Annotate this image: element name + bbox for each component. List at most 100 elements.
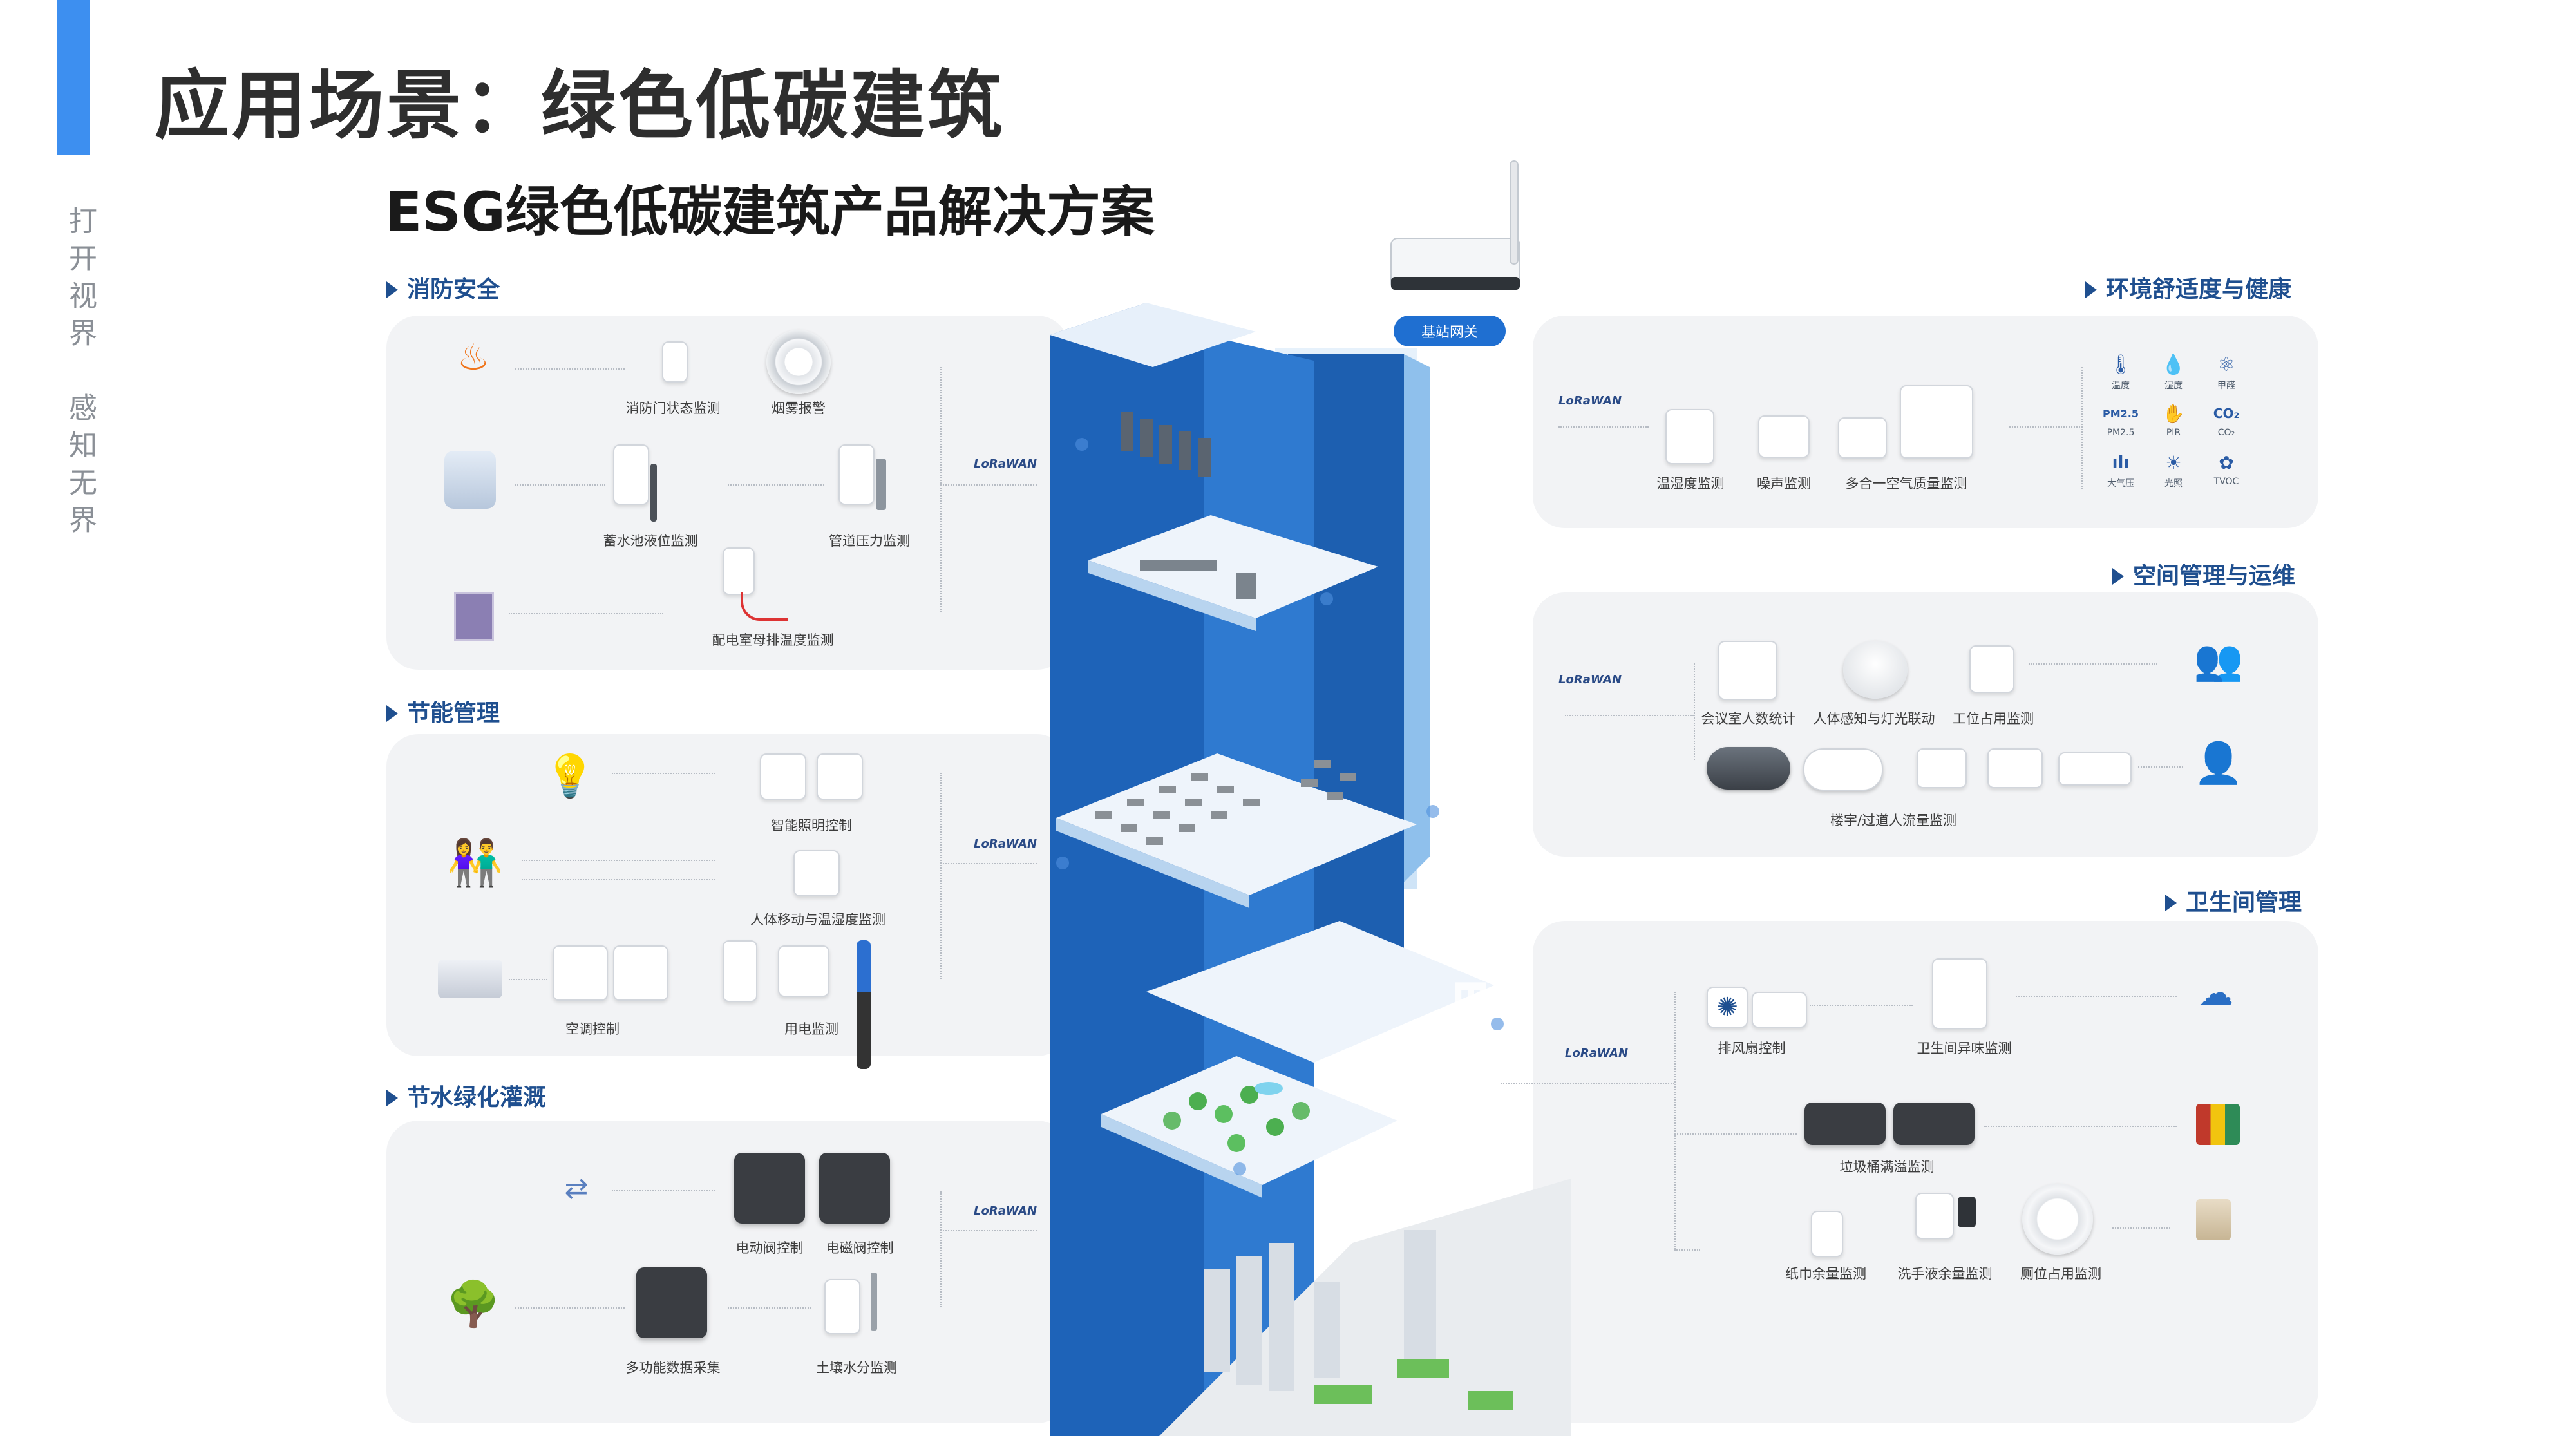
metric-label: 光照 — [2164, 478, 2183, 489]
bin-sensor-device — [1804, 1103, 1886, 1145]
section-title-text: 消防安全 — [407, 276, 500, 303]
solenoid-valve-device — [819, 1153, 890, 1224]
smart-socket-device — [778, 945, 829, 997]
smoke-detector-device — [766, 330, 831, 394]
connector-vertical — [940, 367, 942, 612]
flow-counter-device — [1707, 747, 1790, 790]
gateway-badge: 基站网关 — [1394, 316, 1506, 346]
toilet-occupancy-device — [2022, 1184, 2093, 1255]
connector-line — [612, 1190, 715, 1191]
diagram-title: ESG绿色低碳建筑产品解决方案 — [385, 180, 1155, 243]
lorawan-label: LoRaWAN — [974, 837, 1037, 851]
trash-bin-icon — [2196, 1104, 2240, 1145]
noise-sensor-device — [1758, 415, 1810, 458]
env-metric-grid: 🌡 温度 💧 湿度 ⚛ 甲醛 PM2.5 PM2.5 ✋ PIR CO₂ CO₂… — [2096, 352, 2251, 500]
label-tissue-level: 纸巾余量监测 — [1785, 1266, 1866, 1282]
air-quality-display-device — [1900, 385, 1973, 459]
flow-sensor-device — [2058, 752, 2132, 786]
section-title-energy: 节能管理 — [386, 694, 500, 728]
cloud-icon: ☁ — [2199, 972, 2233, 1013]
connector-line — [1674, 1133, 1797, 1135]
connector-line — [940, 1230, 1037, 1231]
connector-vertical — [1694, 663, 1695, 760]
humidity-icon: 💧 — [2161, 353, 2186, 376]
label-odor-monitor: 卫生间异味监测 — [1917, 1041, 2012, 1056]
section-marker-icon — [2112, 568, 2124, 585]
label-soil-moisture: 土壤水分监测 — [816, 1360, 897, 1376]
fan-controller-device — [1752, 992, 1807, 1028]
restroom-panel — [1533, 921, 2318, 1423]
soap-sensor-device — [1915, 1193, 1954, 1239]
label-door-monitor: 消防门状态监测 — [625, 401, 721, 416]
people-icon: 👤 — [2193, 739, 2244, 786]
gateway-device — [1390, 160, 1520, 290]
water-tank-icon — [444, 451, 496, 509]
co2-icon: CO₂ — [2213, 406, 2240, 421]
side-slogan-2: 感知无界 — [64, 393, 97, 542]
label-smoke-alarm: 烟雾报警 — [772, 401, 826, 416]
section-title-text: 环境舒适度与健康 — [2106, 276, 2292, 303]
connector-line — [728, 484, 824, 486]
metric-label: CO₂ — [2217, 428, 2235, 438]
connector-line — [1674, 1249, 1700, 1251]
label-data-collect: 多功能数据采集 — [625, 1360, 721, 1376]
people-icon: 👫 — [447, 836, 504, 889]
fire-panel — [386, 316, 1069, 670]
water-panel — [386, 1121, 1069, 1423]
flow-sensor-device — [1987, 748, 2043, 788]
label-meeting-count: 会议室人数统计 — [1701, 711, 1796, 726]
section-title-space: 空间管理与运维 — [2112, 557, 2295, 591]
label-bin-overflow: 垃圾桶满溢监测 — [1839, 1159, 1935, 1175]
soil-sensor-device — [824, 1279, 860, 1334]
accent-bar — [57, 0, 90, 155]
section-title-env: 环境舒适度与健康 — [2085, 270, 2291, 304]
people-counter-device — [1718, 641, 1777, 700]
label-desk-occupancy: 工位占用监测 — [1953, 711, 2034, 726]
metric-label: 温度 — [2112, 381, 2130, 391]
space-panel — [1533, 592, 2318, 857]
connector-line — [2009, 426, 2080, 428]
door-sensor-device — [662, 341, 688, 383]
label-motion-temp: 人体移动与温湿度监测 — [750, 912, 886, 927]
connector-line — [2029, 663, 2157, 665]
lorawan-label: LoRaWAN — [974, 457, 1037, 471]
connector-line — [522, 879, 715, 880]
lorawan-label: LoRaWAN — [974, 1204, 1037, 1218]
metric-label: PM2.5 — [2107, 428, 2135, 438]
toilet-stall-icon — [2196, 1199, 2231, 1240]
label-ac-control: 空调控制 — [565, 1021, 620, 1037]
connector-line — [515, 368, 625, 370]
label-presence-light: 人体感知与灯光联动 — [1813, 711, 1935, 726]
garden-trees — [1163, 1082, 1310, 1152]
ac-unit-icon — [438, 960, 502, 998]
page-title: 应用场景：绿色低碳建筑 — [155, 62, 1005, 149]
connector-line — [1810, 1005, 1913, 1006]
connector-line — [515, 1307, 625, 1309]
connector-vertical — [2081, 367, 2083, 489]
connector-line — [2138, 766, 2183, 768]
building-illustration — [1050, 160, 1571, 1436]
connector-line — [509, 613, 663, 614]
section-title-text: 卫生间管理 — [2186, 889, 2302, 916]
plant-icon: 🌳 — [446, 1279, 501, 1330]
connector-line — [1565, 715, 1694, 716]
label-fan-control: 排风扇控制 — [1718, 1041, 1786, 1056]
power-cabinet-icon — [454, 592, 494, 641]
section-marker-icon — [386, 705, 398, 722]
tissue-sensor-device — [1811, 1211, 1843, 1257]
connector-line — [2016, 996, 2177, 997]
label-smart-lighting: 智能照明控制 — [771, 818, 852, 833]
formaldehyde-icon: ⚛ — [2217, 353, 2235, 376]
level-sensor-device — [613, 444, 649, 505]
temp-probe-cable — [741, 592, 788, 621]
light-switch-device — [817, 753, 863, 800]
people-icon: 👥 — [2193, 636, 2244, 683]
label-motor-valve: 电动阀控制 — [735, 1240, 804, 1256]
label-busbar-temp: 配电室母排温度监测 — [712, 632, 834, 648]
label-noise: 噪声监测 — [1757, 476, 1811, 491]
connector-vertical — [1674, 992, 1676, 1249]
air-quality-device — [1838, 417, 1887, 459]
metric-label: 湿度 — [2164, 381, 2183, 391]
label-pipe-pressure: 管道压力监测 — [829, 533, 910, 549]
connector-line — [2112, 1227, 2170, 1229]
